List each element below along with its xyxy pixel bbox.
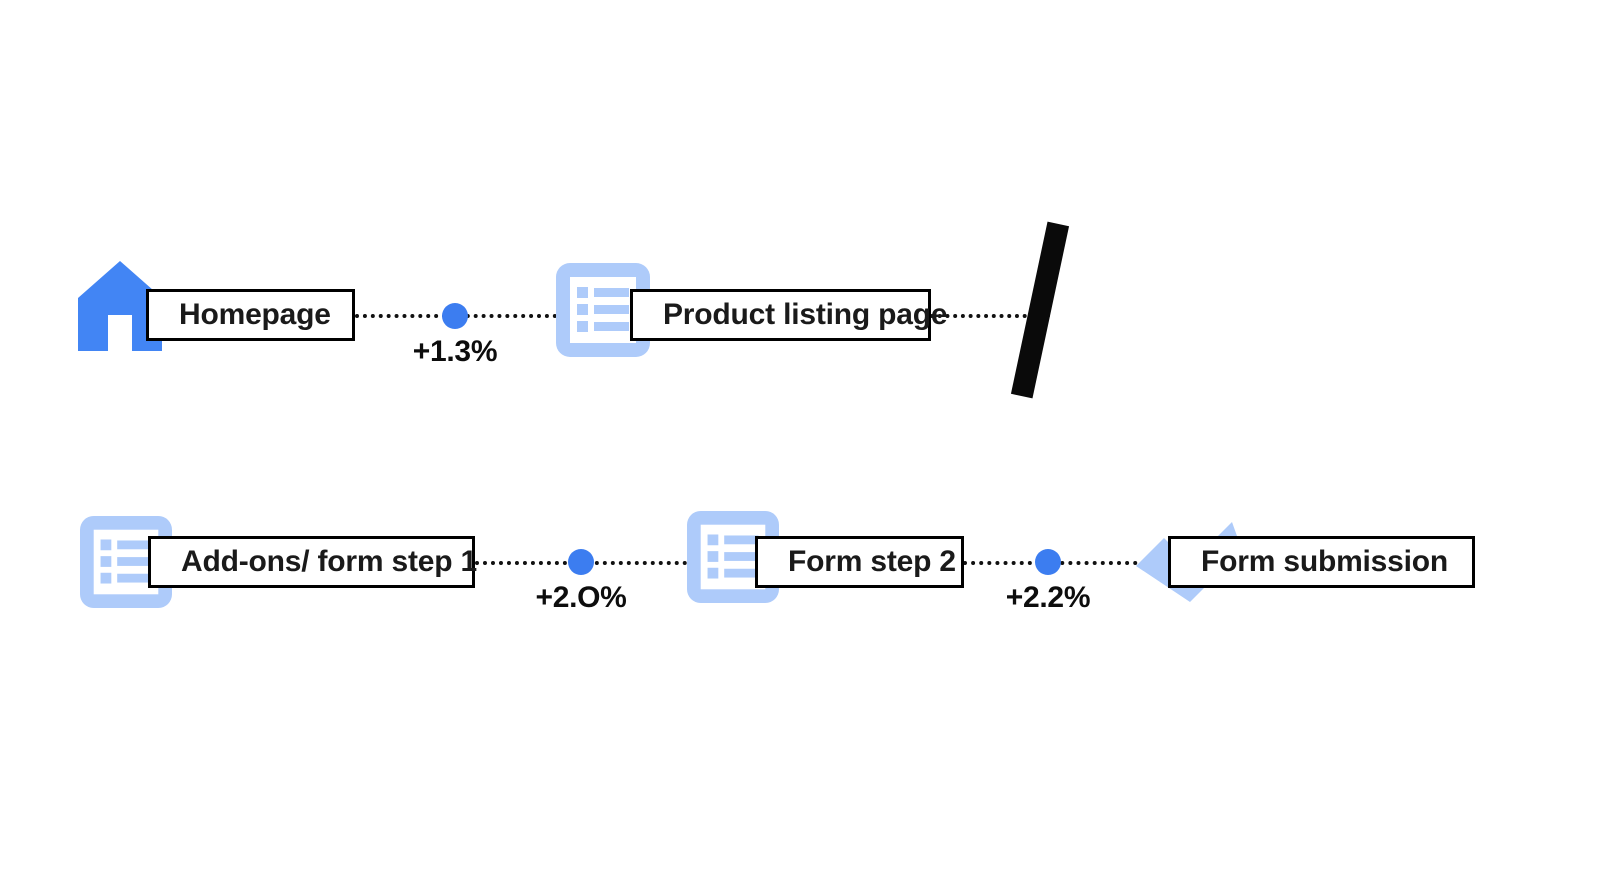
- metric-dot-2: [568, 549, 594, 575]
- metric-uplift-3: +2.2%: [1006, 549, 1091, 613]
- metric-value-3: +2.2%: [1005, 581, 1091, 614]
- metric-uplift-2: +2.O%: [535, 549, 627, 613]
- journey-break-slash-icon: [1010, 221, 1070, 399]
- node-label-add-ons-form-step-1-text: Add-ons/ form step 1: [181, 545, 478, 578]
- node-label-add-ons-form-step-1[interactable]: Add-ons/ form step 1: [148, 536, 478, 588]
- connector-step2-to-submission: [963, 561, 1178, 565]
- metric-value-1: +1.3%: [412, 335, 498, 368]
- node-label-form-step-2[interactable]: Form step 2: [755, 536, 964, 588]
- metric-uplift-1: +1.3%: [413, 303, 498, 367]
- node-label-product-listing-page[interactable]: Product listing page: [630, 289, 948, 341]
- node-label-form-submission-text: Form submission: [1201, 545, 1449, 578]
- list-document-icon-plp: [556, 263, 650, 357]
- home-icon: [78, 261, 162, 351]
- node-label-homepage[interactable]: Homepage: [146, 289, 355, 341]
- metric-dot-3: [1035, 549, 1061, 575]
- node-label-form-submission[interactable]: Form submission: [1168, 536, 1475, 588]
- node-label-form-step-2-text: Form step 2: [788, 545, 956, 578]
- metric-dot-1: [442, 303, 468, 329]
- node-label-product-listing-page-text: Product listing page: [663, 298, 948, 331]
- metric-value-2: +2.O%: [535, 581, 627, 614]
- node-label-homepage-text: Homepage: [179, 298, 331, 331]
- connector-plp-to-break: [930, 314, 1050, 318]
